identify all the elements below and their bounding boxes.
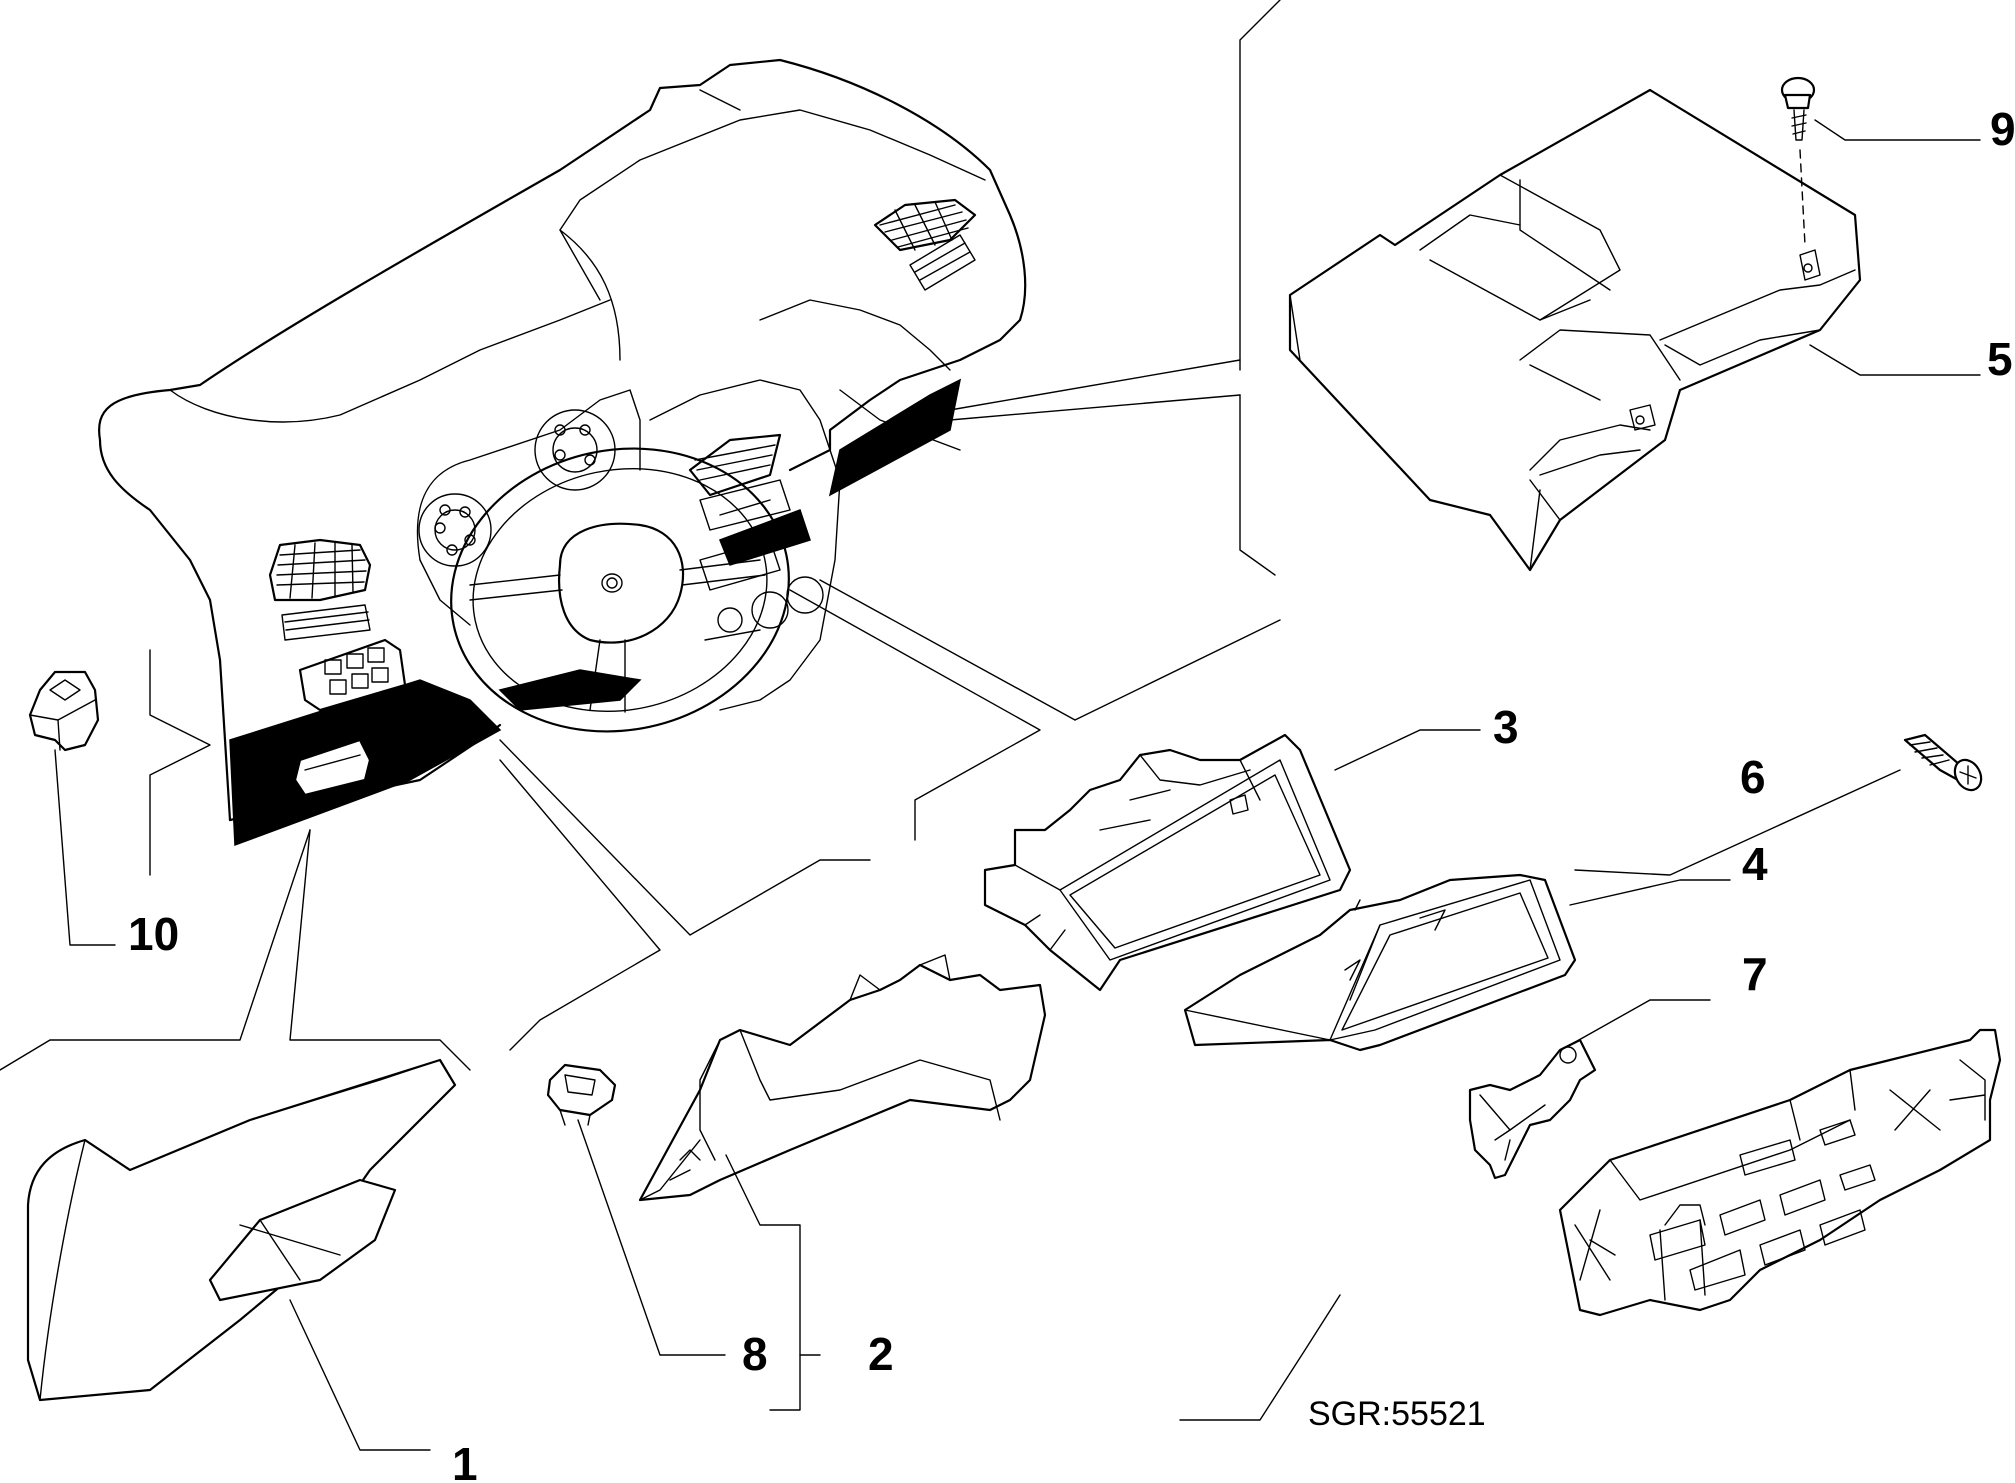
center-console (649, 379, 841, 711)
callout-2: 2 (868, 1328, 894, 1380)
callout-6: 6 (1740, 751, 1766, 803)
part-10-clip (28, 670, 100, 752)
part-6-screw (1903, 733, 1983, 792)
part-5-glovebox-housing (1288, 88, 1862, 572)
bracket-lines (0, 0, 1281, 1071)
part-4-glovebox-tray (1183, 873, 1577, 1052)
callout-7: 7 (1742, 948, 1768, 1000)
callout-9: 9 (1990, 103, 2015, 155)
part-1-knee-panel (26, 1058, 457, 1402)
callout-labels: 1 2 3 4 5 6 7 8 9 10 SGR:55521 (128, 103, 2015, 1483)
part-2-lower-cover (638, 954, 1047, 1202)
part-9-screw (1780, 76, 1816, 246)
sgr-part-frame (1558, 1028, 2002, 1317)
part-8-catch (546, 1063, 617, 1126)
instrument-cluster (416, 389, 641, 626)
callout-8: 8 (742, 1328, 768, 1380)
left-vent-grille (268, 538, 372, 641)
callout-5: 5 (1987, 333, 2013, 385)
dashboard-assembly (98, 58, 1027, 847)
right-vent-grille (873, 198, 977, 291)
callout-10: 10 (128, 908, 179, 960)
reference-code: SGR:55521 (1308, 1395, 1486, 1433)
callout-4: 4 (1742, 838, 1768, 890)
part-3-glovebox-door (983, 733, 1352, 992)
callout-leaders (54, 119, 1981, 1451)
callout-3: 3 (1493, 701, 1519, 753)
steering-wheel (450, 447, 790, 733)
part-7-bracket (1468, 1038, 1597, 1180)
callout-1: 1 (452, 1438, 478, 1483)
